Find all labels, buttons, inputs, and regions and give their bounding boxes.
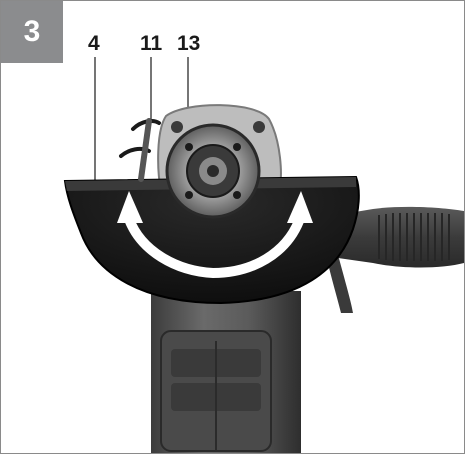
clamping-lever	[119, 118, 161, 182]
side-handle	[327, 206, 464, 313]
callout-label-lever: 11	[140, 32, 163, 55]
rotation-direction-arrow	[117, 191, 313, 279]
figure-number-badge: 3	[1, 1, 63, 63]
callout-label-spindle-lock: 13	[177, 32, 201, 55]
spindle-flange	[165, 123, 261, 219]
motor-housing	[151, 291, 301, 453]
callout-label-guard: 4	[88, 32, 100, 55]
